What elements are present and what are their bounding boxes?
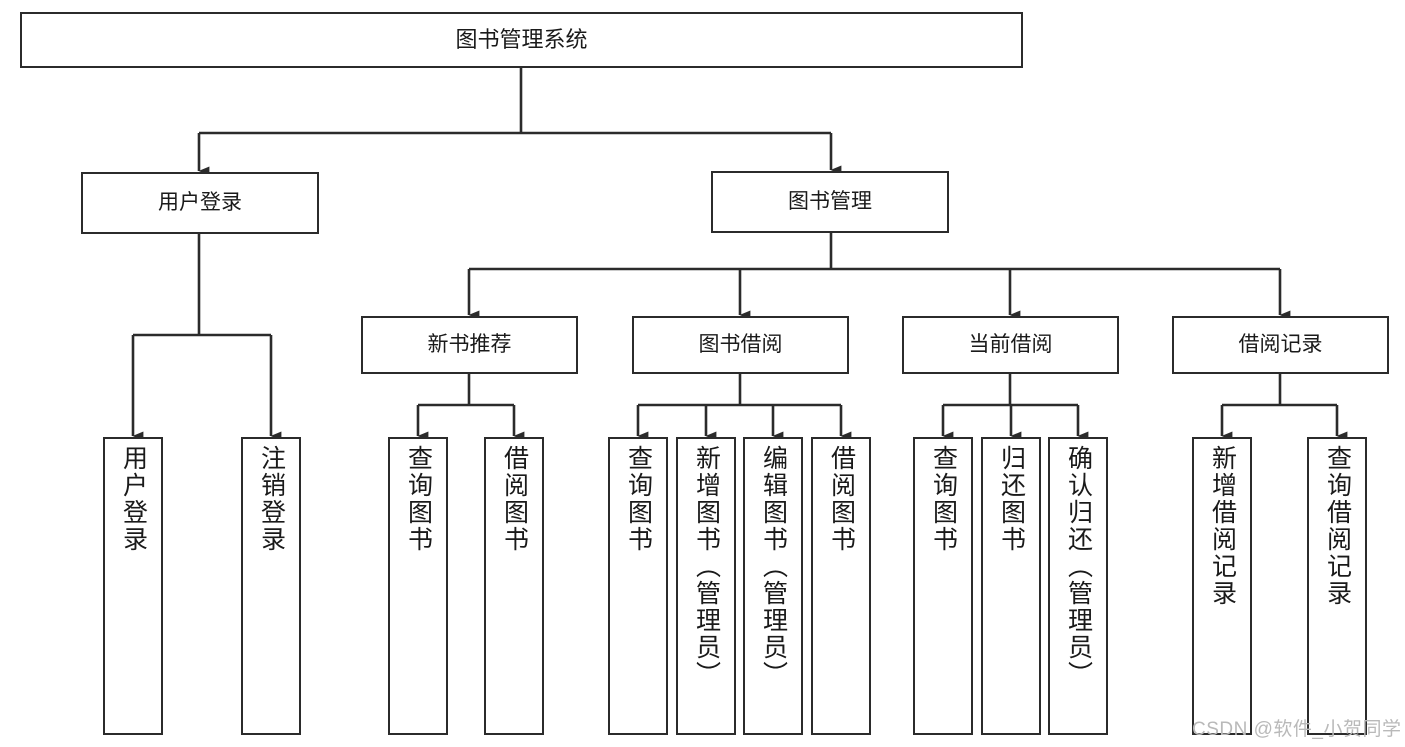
node-leaf-confirm-return-admin[interactable]: 确认归还（管理员） [1048,437,1108,735]
node-new-book-recommend-label: 新书推荐 [427,333,512,357]
node-leaf-query-book-2-label: 查询图书 [624,445,653,553]
node-root[interactable]: 图书管理系统 [20,12,1023,68]
node-leaf-logout-login-label: 注销登录 [257,445,286,553]
node-leaf-query-book-3[interactable]: 查询图书 [913,437,973,735]
node-book-borrow[interactable]: 图书借阅 [632,316,849,374]
node-user-login[interactable]: 用户登录 [81,172,319,234]
node-leaf-user-login[interactable]: 用户登录 [103,437,163,735]
node-leaf-add-book-admin-label: 新增图书（管理员） [692,445,721,688]
node-leaf-borrow-book-1[interactable]: 借阅图书 [484,437,544,735]
node-root-label: 图书管理系统 [455,26,588,52]
node-book-borrow-label: 图书借阅 [698,333,783,357]
node-leaf-borrow-book-1-label: 借阅图书 [500,445,529,553]
node-user-login-label: 用户登录 [158,191,242,215]
node-borrow-record-label: 借阅记录 [1238,333,1323,357]
node-leaf-add-borrow-record[interactable]: 新增借阅记录 [1192,437,1252,735]
node-leaf-query-book-1-label: 查询图书 [404,445,433,553]
node-leaf-query-book-3-label: 查询图书 [929,445,958,553]
node-leaf-confirm-return-admin-label: 确认归还（管理员） [1064,445,1093,688]
node-leaf-return-book[interactable]: 归还图书 [981,437,1041,735]
node-book-manage[interactable]: 图书管理 [711,171,949,233]
node-leaf-logout-login[interactable]: 注销登录 [241,437,301,735]
node-leaf-edit-book-admin[interactable]: 编辑图书（管理员） [743,437,803,735]
node-leaf-edit-book-admin-label: 编辑图书（管理员） [759,445,788,688]
node-leaf-user-login-label: 用户登录 [119,445,148,553]
node-current-borrow[interactable]: 当前借阅 [902,316,1119,374]
node-leaf-query-book-2[interactable]: 查询图书 [608,437,668,735]
node-leaf-query-borrow-record-label: 查询借阅记录 [1323,445,1352,607]
node-leaf-borrow-book-2[interactable]: 借阅图书 [811,437,871,735]
node-leaf-add-book-admin[interactable]: 新增图书（管理员） [676,437,736,735]
csdn-watermark: CSDN @软件_小贺同学 [1192,719,1402,740]
node-leaf-borrow-book-2-label: 借阅图书 [827,445,856,553]
node-book-manage-label: 图书管理 [788,190,872,214]
node-leaf-add-borrow-record-label: 新增借阅记录 [1208,445,1237,607]
node-leaf-query-borrow-record[interactable]: 查询借阅记录 [1307,437,1367,735]
node-leaf-query-book-1[interactable]: 查询图书 [388,437,448,735]
node-leaf-return-book-label: 归还图书 [997,445,1026,553]
node-current-borrow-label: 当前借阅 [968,333,1053,357]
node-new-book-recommend[interactable]: 新书推荐 [361,316,578,374]
node-borrow-record[interactable]: 借阅记录 [1172,316,1389,374]
